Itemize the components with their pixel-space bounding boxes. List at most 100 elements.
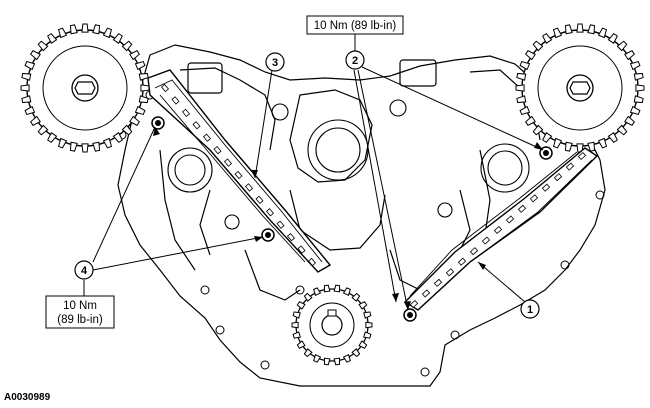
chain-link [541, 183, 551, 192]
callout-1-label: 1 [527, 304, 533, 316]
sprocket-tooth [597, 137, 608, 149]
sprocket-tooth [515, 84, 525, 92]
chain-link [265, 208, 275, 217]
sprocket-tooth [342, 287, 351, 296]
leader-arrowheads [153, 127, 543, 310]
callout-2: 2 [345, 50, 365, 70]
sprocket-tooth [323, 357, 331, 366]
sprocket-tooth [21, 72, 32, 81]
cylinder-bores [167, 99, 530, 230]
callout-3-label: 3 [272, 57, 278, 69]
leader-lines [83, 34, 544, 311]
callout-4-label: 4 [81, 265, 88, 277]
sprocket-tooth [303, 348, 313, 358]
sprocket-tooth [519, 60, 531, 71]
chain-link [577, 151, 587, 161]
torque-spec-top: 10 Nm (89 lb-in) [306, 15, 404, 35]
sprocket-tooth [47, 132, 58, 144]
crankshaft-sprocket [291, 284, 373, 366]
sprocket-tooth [616, 124, 628, 136]
chain-link [307, 257, 317, 267]
chain-link [505, 215, 515, 224]
sprocket-tooth [633, 72, 644, 81]
sprocket-tooth [607, 32, 618, 44]
left-chain-guide [147, 69, 332, 273]
callout-4: 4 [74, 260, 94, 280]
sprocket-tooth [532, 124, 544, 136]
chain-link [469, 247, 479, 256]
sprocket-tooth [313, 287, 322, 296]
sprocket-tooth [47, 32, 58, 44]
sprocket-tooth [342, 354, 351, 363]
sprocket-tooth [81, 143, 89, 153]
sprocket-tooth [138, 72, 149, 81]
sprocket-tooth [291, 321, 299, 329]
chain-link [421, 289, 431, 298]
sprocket-tooth [516, 72, 527, 81]
chain-link [553, 173, 563, 182]
chain-link [286, 232, 296, 242]
chain-link [171, 96, 180, 105]
sprocket-tooth [102, 27, 113, 39]
sprocket-tooth [292, 311, 301, 319]
sprocket-tooth [333, 284, 341, 293]
sprocket-tooth [516, 95, 527, 104]
sprocket-tooth [633, 95, 644, 104]
sprocket-tooth [121, 40, 133, 52]
sprocket-tooth [112, 32, 123, 44]
sprocket-tooth [92, 24, 101, 35]
sprocket-tooth [102, 137, 113, 149]
sprocket-tooth [21, 95, 32, 104]
sprocket-tooth [607, 132, 618, 144]
callout-3: 3 [265, 52, 285, 72]
torque-spec-left-line2: (89 lb-in) [57, 314, 103, 326]
sprocket-tooth [624, 50, 636, 61]
sprocket-tooth [363, 331, 372, 339]
torque-spec-left: 10 Nm (89 lb-in) [45, 295, 115, 329]
sprocket-tooth [576, 23, 584, 33]
chain-link [276, 220, 285, 229]
chain-link [445, 268, 455, 277]
sprocket-tooth [624, 115, 636, 126]
sprocket-tooth [296, 301, 306, 310]
sprocket-tooth [24, 105, 36, 116]
sprocket-tooth [24, 60, 36, 71]
sprocket-tooth [333, 357, 341, 366]
chain-link [234, 170, 243, 180]
chain-link [457, 257, 467, 266]
chain-link [409, 299, 419, 309]
left-cam-sprocket [20, 23, 150, 153]
sprocket-tooth [363, 311, 372, 319]
sprocket-tooth [134, 60, 146, 71]
sprocket-tooth [138, 95, 149, 104]
sprocket-tooth [358, 301, 368, 310]
chain-link [481, 236, 491, 245]
chain-link [517, 204, 527, 213]
sprocket-tooth [552, 27, 563, 39]
sprocket-tooth [69, 24, 78, 35]
sprocket-tooth [81, 23, 89, 33]
right-cam-sprocket [515, 23, 645, 153]
chain-link [181, 108, 191, 118]
chain-link [160, 83, 170, 93]
chain-link [493, 225, 503, 235]
sprocket-tooth [587, 24, 596, 35]
sprocket-tooth [37, 40, 49, 52]
sprocket-tooth [564, 141, 573, 152]
sprocket-tooth [629, 105, 641, 116]
sprocket-tooth [524, 50, 536, 61]
sprocket-tooth [57, 27, 68, 39]
sprocket-tooth [303, 292, 313, 302]
sprocket-tooth [29, 115, 41, 126]
sprocket-tooth [629, 60, 641, 71]
sprocket-tooth [597, 27, 608, 39]
chain-link [529, 194, 539, 203]
sprocket-tooth [532, 40, 544, 52]
sprocket-tooth [92, 141, 101, 152]
callout-1: 1 [520, 299, 540, 319]
sprocket-tooth [112, 132, 123, 144]
chain-link [565, 162, 575, 171]
sprocket-tooth [37, 124, 49, 136]
